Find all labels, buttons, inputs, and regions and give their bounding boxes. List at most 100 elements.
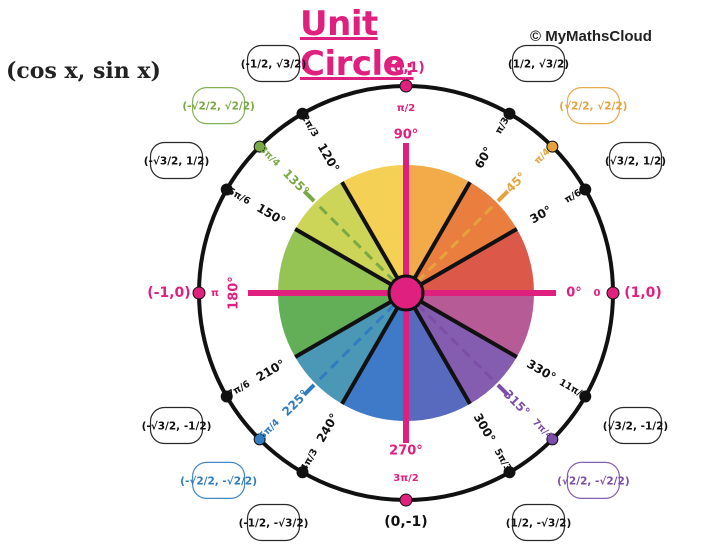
coord-bracket xyxy=(566,87,620,125)
wheel-segment xyxy=(406,293,534,357)
circle-point xyxy=(579,183,592,196)
coordinate-label: (-√3/2, -1/2) xyxy=(142,406,212,445)
circle-point xyxy=(253,433,266,446)
circle-point xyxy=(546,433,559,446)
page-title: Unit Circle: xyxy=(300,4,500,84)
circle-point xyxy=(503,466,516,479)
coord-text: (√2/2, √2/2) xyxy=(559,101,627,113)
spoke xyxy=(404,292,472,405)
axis-point xyxy=(192,286,206,300)
circle-point xyxy=(503,107,516,120)
wheel-segment xyxy=(406,229,534,293)
coord-text: (1/2, -√3/2) xyxy=(506,517,572,529)
axis-degree-label: 90° xyxy=(394,128,419,143)
axis-degree-label: 180° xyxy=(227,276,242,310)
degree-label: 330° xyxy=(524,357,558,385)
wheel-segment xyxy=(342,293,406,421)
axis-radian-label: π xyxy=(211,288,219,299)
coord-text: (-1/2, √3/2) xyxy=(241,59,307,71)
coordinate-label: (√2/2, √2/2) xyxy=(559,87,627,125)
circle-point xyxy=(220,183,233,196)
wheel-segment xyxy=(406,165,470,293)
coord-bracket xyxy=(608,141,663,180)
circle-point xyxy=(579,390,592,403)
coord-text: (√3/2, 1/2) xyxy=(605,156,666,168)
coordinate-label: (√2/2, -√2/2) xyxy=(557,461,630,499)
axis-coordinate-label: (0,1) xyxy=(387,60,425,76)
coord-text: (-√2/2, -√2/2) xyxy=(180,475,257,487)
spoke xyxy=(405,227,518,295)
coordinate-label: (-√2/2, -√2/2) xyxy=(180,461,257,499)
coord-bracket xyxy=(149,406,204,445)
radian-label: 4π/3 xyxy=(299,447,321,473)
coord-bracket xyxy=(149,141,204,180)
wheel-segment xyxy=(342,165,406,293)
coord-text: (-1/2, -√3/2) xyxy=(239,517,309,529)
radian-label: 3π/4 xyxy=(257,144,282,169)
circle-point xyxy=(296,107,309,120)
spoke-dashed xyxy=(404,291,494,381)
degree-label: 60° xyxy=(472,144,495,171)
degree-label: 210° xyxy=(254,357,288,385)
circle-point xyxy=(220,390,233,403)
credit-text: © MyMathsCloud xyxy=(530,28,652,45)
coordinate-label: (-1/2, √3/2) xyxy=(241,44,307,83)
degree-label: 315° xyxy=(501,387,533,419)
angle-tick xyxy=(496,189,510,203)
axis-coordinate-label: (0,-1) xyxy=(384,514,427,530)
axis-point xyxy=(399,79,413,93)
coord-bracket xyxy=(246,503,301,542)
coord-text: (-√2/2, √2/2) xyxy=(182,101,255,113)
coordinate-label: (√3/2, -1/2) xyxy=(603,406,669,445)
subtitle-formula: (cos x, sin x) xyxy=(6,58,161,84)
spoke-dashed xyxy=(318,205,408,295)
wheel-segment xyxy=(406,293,470,421)
coordinate-label: (-√2/2, √2/2) xyxy=(182,87,255,125)
degree-label: 240° xyxy=(314,411,342,445)
degree-label: 150° xyxy=(254,201,288,229)
coord-bracket xyxy=(246,44,301,83)
radian-label: 5π/4 xyxy=(257,417,282,442)
circle-point xyxy=(546,140,559,153)
spoke xyxy=(340,292,408,405)
spoke-dashed xyxy=(318,291,408,381)
radian-label: 2π/3 xyxy=(299,113,321,139)
coordinate-label: (-1/2, -√3/2) xyxy=(239,503,309,542)
coordinate-label: (1/2, -√3/2) xyxy=(506,503,572,542)
angle-tick xyxy=(302,189,316,203)
coord-bracket xyxy=(566,461,620,499)
spoke xyxy=(294,291,407,359)
coordinate-label: (-√3/2, 1/2) xyxy=(144,141,210,180)
circle-point xyxy=(296,466,309,479)
degree-label: 300° xyxy=(471,411,499,445)
coord-text: (1/2, √3/2) xyxy=(508,59,569,71)
angle-tick xyxy=(302,383,316,397)
axis-radian-label: 0 xyxy=(594,288,601,299)
angle-tick xyxy=(496,383,510,397)
coord-bracket xyxy=(511,503,566,542)
wheel-segment xyxy=(278,293,406,357)
coord-bracket xyxy=(608,406,663,445)
coord-text: (√3/2, -1/2) xyxy=(603,421,669,433)
radian-label: 7π/6 xyxy=(226,378,253,400)
spoke xyxy=(294,227,407,295)
spoke xyxy=(404,181,472,294)
axis-point xyxy=(606,286,620,300)
coord-bracket xyxy=(511,44,566,83)
spoke xyxy=(340,181,408,294)
center-hub xyxy=(387,274,425,312)
wheel-segment xyxy=(278,229,406,293)
axis-degree-label: 0° xyxy=(566,286,582,301)
coord-bracket xyxy=(192,87,246,125)
degree-label: 120° xyxy=(315,141,343,175)
axis-degree-label: 270° xyxy=(389,444,423,459)
axis-radian-label: 3π/2 xyxy=(393,473,419,484)
coord-text: (-√3/2, 1/2) xyxy=(144,156,210,168)
axis-point xyxy=(399,493,413,507)
coord-text: (-√3/2, -1/2) xyxy=(142,421,212,433)
coord-bracket xyxy=(192,461,246,499)
radian-label: 5π/3 xyxy=(492,447,514,473)
circle-point xyxy=(253,140,266,153)
title-text: Unit Circle xyxy=(300,4,406,84)
axis-radian-label: π/2 xyxy=(397,103,416,114)
